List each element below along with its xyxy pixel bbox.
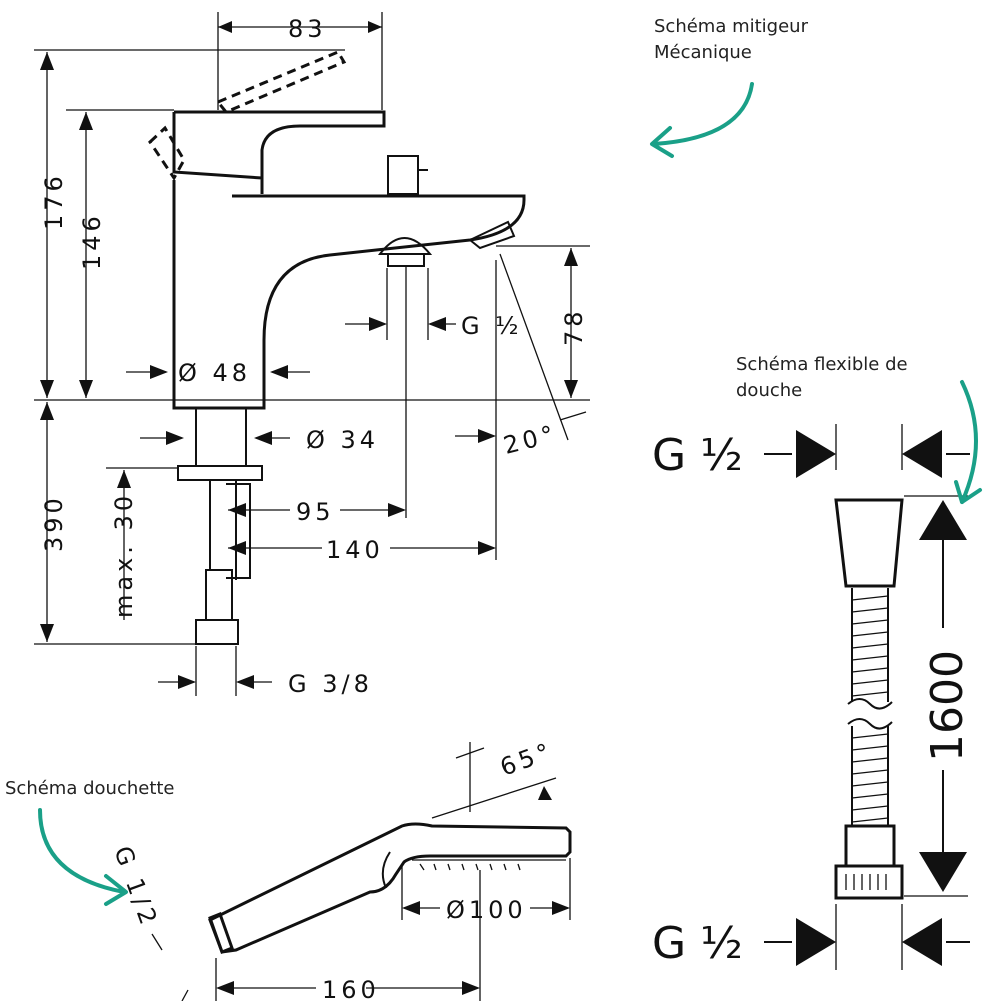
mixer-supply-nut [195, 619, 239, 645]
dim-body-diameter: Ø 48 [178, 359, 251, 387]
hose-nut-knurl [845, 874, 887, 890]
dim-height-body: 146 [78, 212, 106, 270]
mixer-drawing [34, 12, 590, 696]
mixer-lever-open [215, 50, 347, 114]
dim-top-width: 83 [288, 15, 327, 43]
hose-bottom-connector [844, 824, 896, 868]
hose-thread-top: G ½ [652, 430, 743, 481]
mixer-handle [172, 110, 386, 194]
mixer-diverter-knob [387, 155, 419, 195]
handshower-head-diameter: Ø100 [446, 896, 527, 924]
annotation-arrow-handshower [38, 808, 126, 894]
handshower-thread: G 1/2 [108, 842, 163, 931]
dim-shank-diameter: Ø 34 [306, 426, 379, 454]
hose-top-connector [834, 498, 904, 588]
hose-lower-tube [851, 726, 889, 826]
annotation-mixer-schema: Schéma mitigeur Mécanique [654, 16, 808, 63]
mixer-outlet-nut [387, 253, 425, 267]
handshower-drawing [151, 742, 572, 1001]
mixer-body [172, 180, 526, 410]
handshower-length: 160 [322, 976, 380, 1001]
handshower-nozzles [412, 859, 566, 871]
annotation-arrow-handshower-head [104, 874, 128, 906]
annotation-hose-schema: Schéma flexible de douche [736, 354, 908, 401]
hose-bottom-nut [834, 864, 904, 900]
hose-upper-tube [851, 588, 889, 702]
mixer-shank [195, 407, 247, 467]
dim-height-total: 176 [40, 172, 68, 230]
dim-reach-outlet: 95 [296, 498, 335, 526]
mixer-shank-lower [209, 480, 251, 580]
dim-supply-thread: G 3/8 [288, 670, 373, 698]
hose-upper-ribs [851, 595, 889, 697]
annotation-arrow-hose-head [954, 480, 982, 504]
annotation-handshower-schema: Schéma douchette [5, 778, 175, 799]
mixer-spout-nozzle [468, 220, 516, 250]
dim-deck-thickness: max. 30 [110, 492, 138, 618]
mixer-outlet [377, 237, 433, 255]
hose-length: 1600 [922, 650, 973, 762]
hose-break-top [847, 698, 893, 710]
handshower-handle-detail [381, 851, 391, 889]
hose-lower-ribs [851, 733, 889, 823]
hose-break-bottom [847, 718, 893, 730]
handshower-handle [208, 822, 572, 954]
handshower-angle: 65° [496, 737, 557, 782]
annotation-arrow-hose [960, 380, 978, 504]
dim-outlet-height: 78 [560, 307, 588, 346]
hose-thread-bottom: G ½ [652, 918, 743, 969]
annotation-arrow-mixer-head [650, 126, 674, 158]
mixer-lever-alt [148, 125, 186, 181]
dim-outlet-thread: G ½ [461, 312, 523, 340]
handshower-connector [208, 912, 234, 954]
dim-reach-spout: 140 [326, 536, 384, 564]
mixer-deck-plate [177, 465, 263, 481]
dim-below-deck: 390 [40, 494, 68, 552]
dim-outlet-angle: 20° [501, 419, 561, 459]
annotation-arrow-mixer [652, 82, 754, 146]
annotation-arrows [38, 82, 982, 906]
hose-drawing [764, 424, 970, 970]
